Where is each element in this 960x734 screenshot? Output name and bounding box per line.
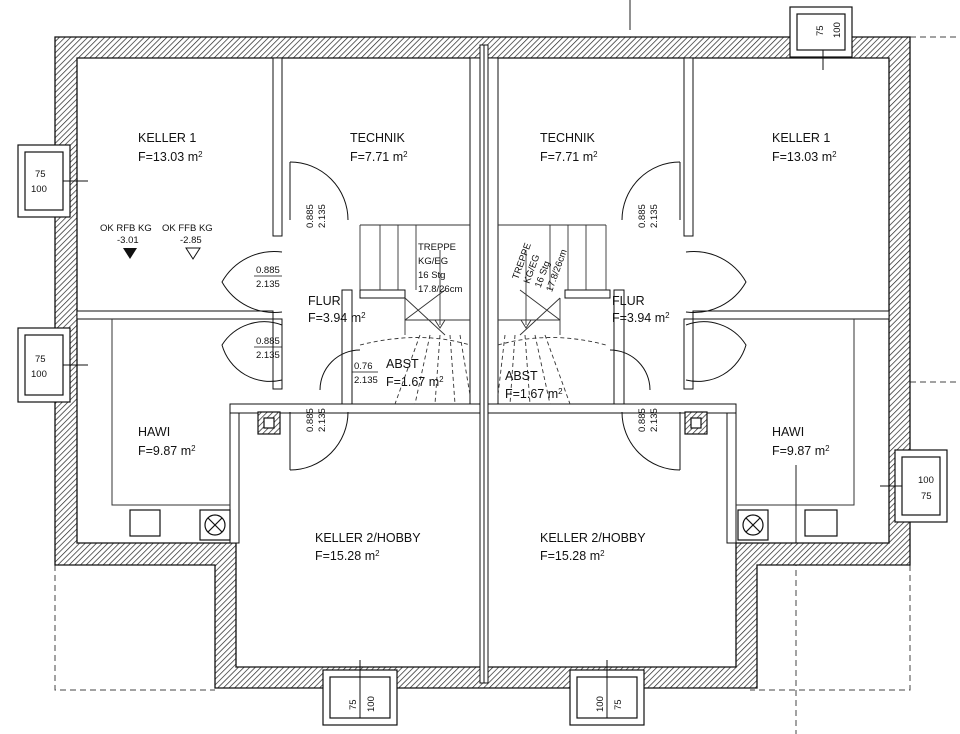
staircase-left [359,224,471,405]
window-dim-h: 100 [918,475,934,486]
axis-lines [629,0,797,560]
room-name: FLUR [612,294,645,308]
rfb-level-value: -3.01 [117,235,139,246]
room-name: ABST [505,369,538,383]
room-area: F=7.71 m2 [540,150,598,165]
utility-symbols [129,411,838,541]
room-area: F=9.87 m2 [772,444,830,459]
room-area: F=13.03 m2 [138,150,203,165]
room-area: F=3.94 m2 [612,311,670,326]
room-area: F=1.67 m2 [386,375,444,390]
rfb-level-marker-icon [123,248,137,259]
ffb-level-label: OK FFB KG [162,223,213,234]
door-dim-height: 2.135 [317,204,328,228]
door-dim-height: 2.135 [256,279,280,290]
ffb-level-value: -2.85 [180,235,202,246]
abst-door-dim-width: 0.76 [354,361,373,372]
door-dim-height: 2.135 [649,408,660,432]
window-dim-w: 75 [613,699,624,710]
room-name: FLUR [308,294,341,308]
stairs-subtitle: KG/EG [418,256,448,267]
room-name: KELLER 2/HOBBY [315,531,421,545]
door-dim-width: 0.885 [637,204,648,228]
door-dim-height: 2.135 [649,204,660,228]
room-name: HAWI [772,425,804,439]
window-dim-h: 100 [31,184,47,195]
window-dim-w: 75 [815,25,826,36]
staircase-right [497,224,607,405]
room-name: HAWI [138,425,170,439]
room-area: F=13.03 m2 [772,150,837,165]
room-area: F=7.71 m2 [350,150,408,165]
door-dim-height: 2.135 [317,408,328,432]
rfb-level-label: OK RFB KG [100,223,152,234]
stairs-title: TREPPE [418,242,456,253]
room-area: F=3.94 m2 [308,311,366,326]
window-axis [63,50,902,718]
abst-door-dim-height: 2.135 [354,375,378,386]
door-dim-width: 0.885 [256,265,280,276]
window-dim-w: 75 [35,169,46,180]
window-dim-w: 75 [35,354,46,365]
window-dim-w: 75 [921,491,932,502]
room-area: F=15.28 m2 [315,549,380,564]
stairs-steps: 16 Stg [418,270,445,281]
room-area: F=15.28 m2 [540,549,605,564]
door-dim-width: 0.885 [305,204,316,228]
window-dim-h: 100 [832,22,843,38]
exterior-wall [54,36,911,689]
door-dim-height: 2.135 [256,350,280,361]
door-dim-width: 0.885 [256,336,280,347]
shelf-outlines [111,319,855,506]
room-name: KELLER 1 [138,131,196,145]
window-dim-h: 100 [595,696,606,712]
room-area: F=1.67 m2 [505,387,563,402]
window-dim-w: 75 [348,699,359,710]
room-name: ABST [386,357,419,371]
room-area: F=9.87 m2 [138,444,196,459]
room-name: TECHNIK [540,131,596,145]
stairs-rise: 17.8/26cm [418,284,462,295]
window-dim-h: 100 [31,369,47,380]
room-name: KELLER 2/HOBBY [540,531,646,545]
room-name: TECHNIK [350,131,406,145]
door-swings [221,161,747,471]
ffb-level-marker-icon [185,247,201,260]
room-name: KELLER 1 [772,131,830,145]
interior-walls [76,57,890,544]
door-dim-width: 0.885 [305,408,316,432]
window-dim-h: 100 [366,696,377,712]
door-dim-width: 0.885 [637,408,648,432]
